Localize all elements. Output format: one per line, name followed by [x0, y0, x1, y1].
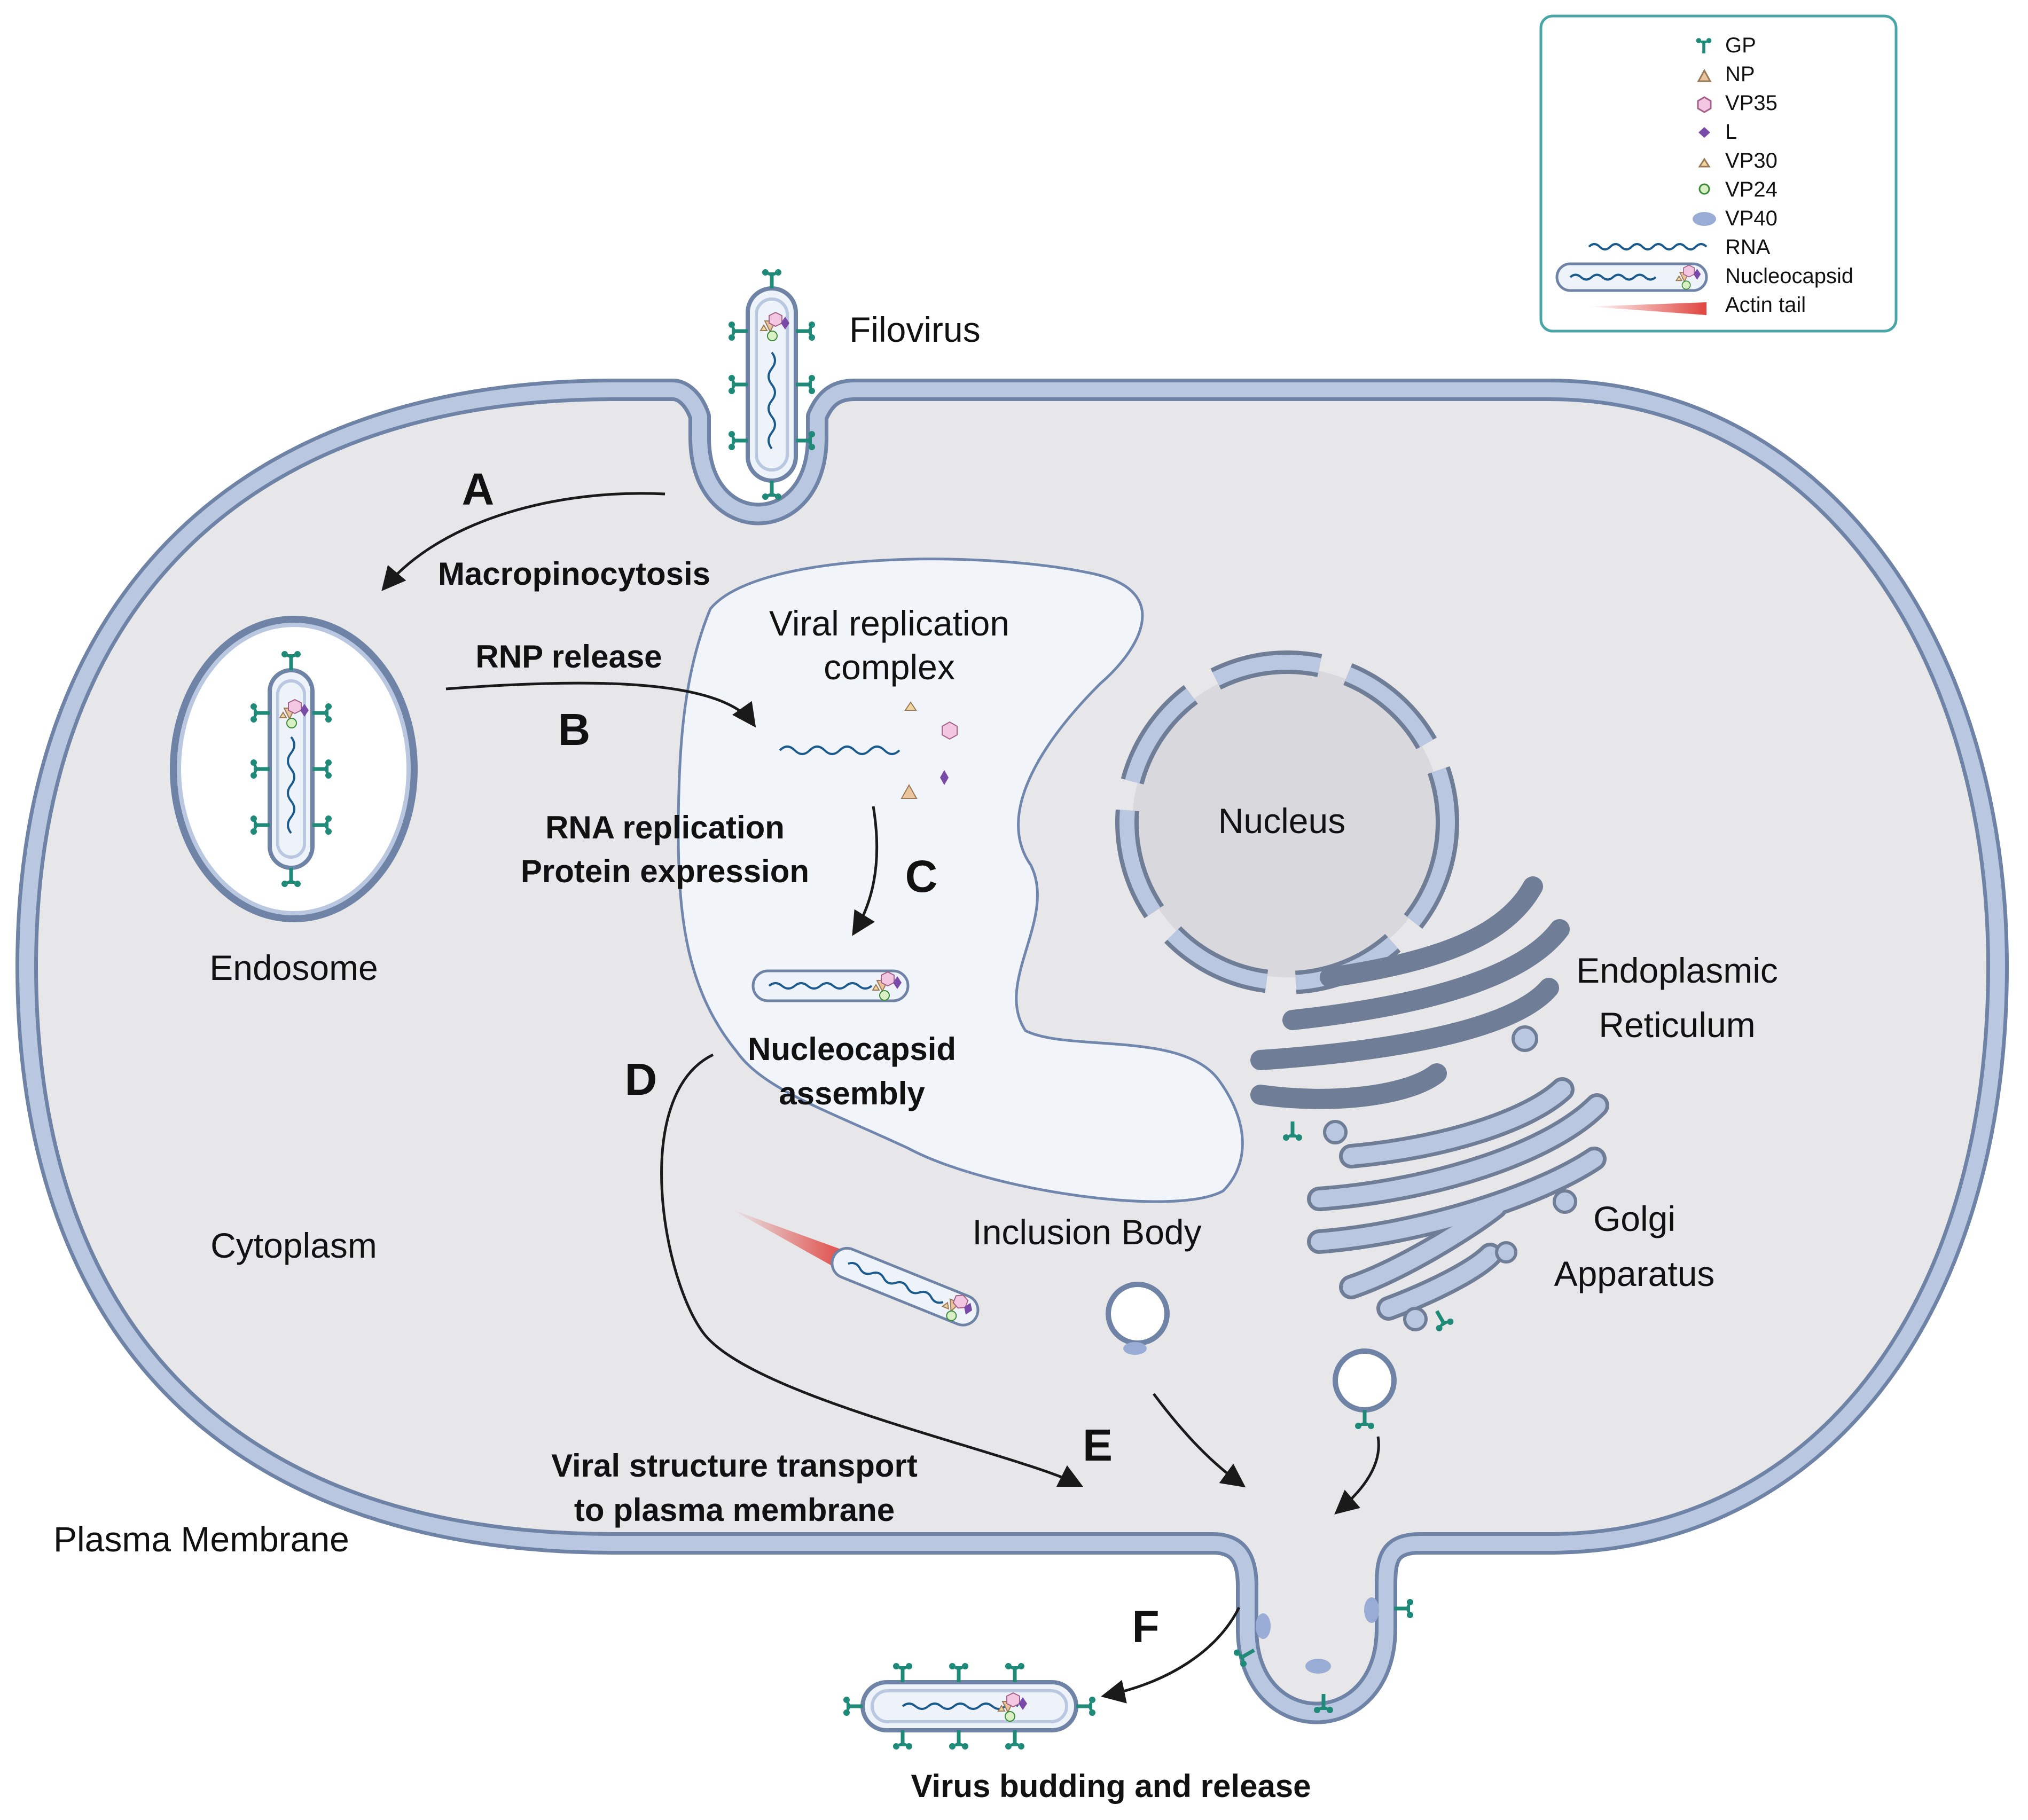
endosome-label: Endosome	[209, 948, 378, 987]
legend-vp35: VP35	[1725, 91, 1778, 115]
replication-complex-label-line2: complex	[824, 647, 955, 687]
legend-vp40: VP40	[1725, 207, 1778, 230]
replication-proteins	[901, 701, 958, 799]
actin-tail-icon	[1589, 302, 1706, 315]
transport-text-line1: Viral structure transport	[551, 1448, 918, 1484]
vp30-small-triangle-icon	[1698, 158, 1711, 168]
pathway-arrows	[381, 492, 1380, 1704]
legend-vp24: VP24	[1725, 178, 1778, 201]
cytoplasm-label: Cytoplasm	[210, 1226, 377, 1265]
endosome-virion	[250, 651, 332, 887]
arrow-b	[445, 681, 756, 728]
plasma-membrane-label: Plasma Membrane	[53, 1519, 349, 1559]
transport-text-line2: to plasma membrane	[574, 1492, 895, 1528]
arrow-d	[660, 1053, 1084, 1487]
actin-tail	[732, 1210, 849, 1271]
legend-l: L	[1725, 120, 1737, 144]
vp40-ellipse-icon	[1693, 212, 1716, 226]
protein-expression-text: Protein expression	[521, 853, 809, 889]
legend-nucleocapsid: Nucleocapsid	[1725, 264, 1853, 288]
golgi-label-line2: Apparatus	[1554, 1254, 1715, 1293]
legend-gp: GP	[1725, 34, 1756, 57]
transported-nucleocapsid	[831, 1246, 980, 1328]
rna-wave-icon	[1588, 243, 1708, 250]
replication-rna	[779, 746, 901, 755]
inclusion-body	[677, 558, 1244, 1203]
golgi-label-line1: Golgi	[1593, 1199, 1675, 1238]
inclusion-body-label: Inclusion Body	[972, 1212, 1201, 1252]
filovirus-label: Filovirus	[849, 310, 981, 349]
arrow-f	[1101, 1606, 1241, 1704]
arrow-c	[852, 806, 879, 936]
legend-actin-tail: Actin tail	[1725, 293, 1806, 317]
vp35-hexagon-icon	[1697, 96, 1712, 113]
released-virion	[843, 1663, 1095, 1750]
vp40-vesicle	[1106, 1282, 1170, 1355]
rna-replication-text: RNA replication	[545, 810, 785, 845]
arrow-a	[381, 492, 665, 591]
legend-rna: RNA	[1725, 236, 1771, 259]
step-d-letter: D	[625, 1054, 657, 1104]
filovirus-entering	[729, 269, 815, 500]
step-a-letter: A	[462, 464, 495, 514]
endoplasmic-reticulum	[1250, 876, 1570, 1109]
step-a-text: Macropinocytosis	[438, 556, 710, 592]
step-f-letter: F	[1132, 1602, 1159, 1652]
arrow-e-vesicle	[1153, 1393, 1246, 1488]
vp24-circle-icon	[1698, 183, 1710, 195]
legend: GP NP VP35 L VP30 VP24 VP40 RNA Nucleoca…	[1539, 14, 1898, 333]
legend-np: NP	[1725, 62, 1755, 86]
plasma-membrane-inner	[19, 382, 2005, 1721]
step-c-letter: C	[905, 851, 938, 901]
budding-site-proteins	[1233, 1597, 1413, 1713]
nucleocapsid-assembly-line1: Nucleocapsid	[748, 1031, 956, 1067]
nucleocapsid-icon	[1555, 262, 1708, 292]
nucleocapsid-assembly-line2: assembly	[779, 1076, 925, 1111]
step-e-letter: E	[1083, 1420, 1113, 1470]
arrow-e-gp	[1334, 1436, 1380, 1515]
step-b-text: RNP release	[475, 639, 662, 674]
nucleus	[1115, 650, 1459, 994]
assembled-nucleocapsid	[751, 969, 910, 1002]
replication-complex-label-line1: Viral replication	[769, 603, 1009, 643]
l-diamond-icon	[1698, 127, 1710, 138]
golgi-apparatus	[1307, 1025, 1609, 1331]
np-triangle-icon	[1697, 68, 1712, 82]
gp-vesicle	[1333, 1348, 1397, 1429]
nucleus-label: Nucleus	[1218, 801, 1345, 841]
er-label-line2: Reticulum	[1599, 1005, 1755, 1045]
budding-release-text: Virus budding and release	[911, 1768, 1311, 1804]
legend-vp30: VP30	[1725, 149, 1778, 172]
er-label-line1: Endoplasmic	[1576, 951, 1778, 990]
step-b-letter: B	[558, 704, 591, 755]
